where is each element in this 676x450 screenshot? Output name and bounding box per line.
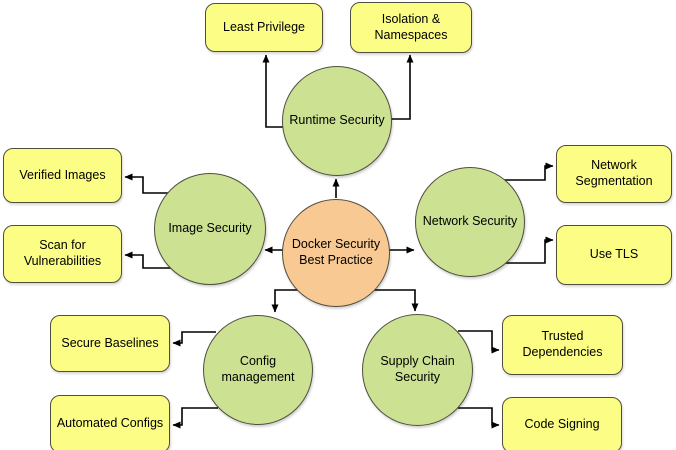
- practice-label: Least Privilege: [223, 19, 305, 34]
- connector-config-to-secure-baselines: [172, 331, 216, 347]
- practice-label: Code Signing: [524, 417, 600, 432]
- connector-config-to-automated-configs: [172, 407, 218, 429]
- practice-label: Network Segmentation: [575, 158, 653, 188]
- connector-center-to-supply-chain: [370, 289, 419, 312]
- connector-network-to-use-tls: [502, 236, 554, 264]
- category-node-image-security[interactable]: Image Security: [154, 173, 266, 285]
- connector-image-to-verified-images: [124, 173, 172, 194]
- category-label: Network Security: [422, 214, 518, 229]
- practice-label: Secure Baselines: [61, 335, 159, 350]
- practice-label: Isolation & Namespaces: [374, 11, 448, 42]
- category-node-network-security[interactable]: Network Security: [415, 167, 525, 277]
- practice-node-use-tls[interactable]: Use TLS: [556, 225, 672, 285]
- center-node-label: Docker Security Best Practice: [291, 237, 381, 267]
- category-node-config-management[interactable]: Config management: [203, 315, 313, 425]
- practice-node-isolation-namespaces[interactable]: Isolation & Namespaces: [350, 2, 472, 53]
- category-label: Supply Chain Security: [380, 354, 455, 384]
- practice-node-scan-for-vulnerabilities[interactable]: Scan for Vulnerabilities: [3, 225, 122, 283]
- category-label: Runtime Security: [289, 113, 385, 128]
- connector-network-to-segmentation: [500, 162, 554, 181]
- connector-image-to-scan-vulnerabilities: [124, 251, 174, 269]
- connector-center-to-config-management: [271, 289, 305, 313]
- practice-label: Scan for Vulnerabilities: [23, 238, 102, 268]
- category-node-supply-chain-security[interactable]: Supply Chain Security: [362, 314, 473, 426]
- category-node-runtime-security[interactable]: Runtime Security: [282, 66, 392, 176]
- center-node-docker-security-best-practice[interactable]: Docker Security Best Practice: [282, 199, 390, 307]
- connector-supply-to-code-signing: [458, 407, 500, 429]
- category-label: Image Security: [168, 221, 252, 236]
- practice-label: Trusted Dependencies: [522, 329, 603, 359]
- practice-node-secure-baselines[interactable]: Secure Baselines: [50, 315, 170, 372]
- practice-label: Verified Images: [19, 167, 106, 182]
- connector-supply-to-trusted-dependencies: [458, 330, 500, 354]
- practice-node-automated-configs[interactable]: Automated Configs: [50, 395, 170, 450]
- practice-label: Use TLS: [589, 247, 639, 262]
- practice-label: Automated Configs: [56, 416, 164, 431]
- practice-node-network-segmentation[interactable]: Network Segmentation: [556, 145, 672, 203]
- practice-node-least-privilege[interactable]: Least Privilege: [205, 3, 323, 52]
- category-label: Config management: [221, 354, 295, 384]
- connector-runtime-to-isolation-namespaces: [385, 54, 414, 120]
- practice-node-verified-images[interactable]: Verified Images: [3, 148, 122, 203]
- practice-node-trusted-dependencies[interactable]: Trusted Dependencies: [502, 315, 623, 375]
- practice-node-code-signing[interactable]: Code Signing: [502, 397, 622, 450]
